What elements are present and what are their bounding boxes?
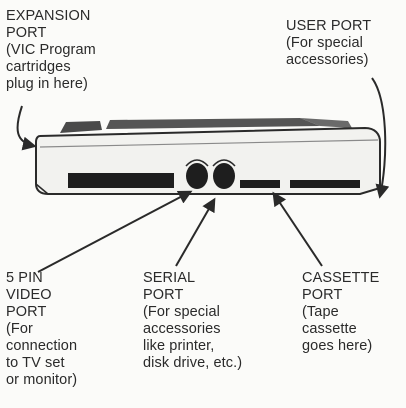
serial-port-leader	[175, 197, 216, 267]
cassette-port-leader	[272, 191, 323, 267]
leader-lines	[16, 77, 390, 273]
expansion-port-label: EXPANSION PORT (VIC Program cartridges p…	[6, 8, 96, 92]
user-port-label: USER PORT (For special accessories)	[286, 18, 372, 68]
serial-port-label: SERIAL PORT (For special accessories lik…	[143, 270, 243, 371]
user-port-slot	[290, 180, 360, 188]
video-port-leader	[37, 190, 193, 273]
serial-port-jack	[213, 163, 235, 189]
expansion-port-slot	[68, 173, 174, 188]
video-port-jack	[186, 163, 208, 189]
keyboard-keys	[60, 118, 352, 133]
cassette-port-label: CASSETTE PORT (Tape cassette goes here)	[302, 270, 380, 354]
video-port-label: 5 PIN VIDEO PORT (For connection to TV s…	[6, 270, 78, 388]
cassette-port-slot	[240, 180, 280, 188]
user-port-leader	[371, 77, 390, 199]
expansion-port-leader	[16, 105, 37, 151]
